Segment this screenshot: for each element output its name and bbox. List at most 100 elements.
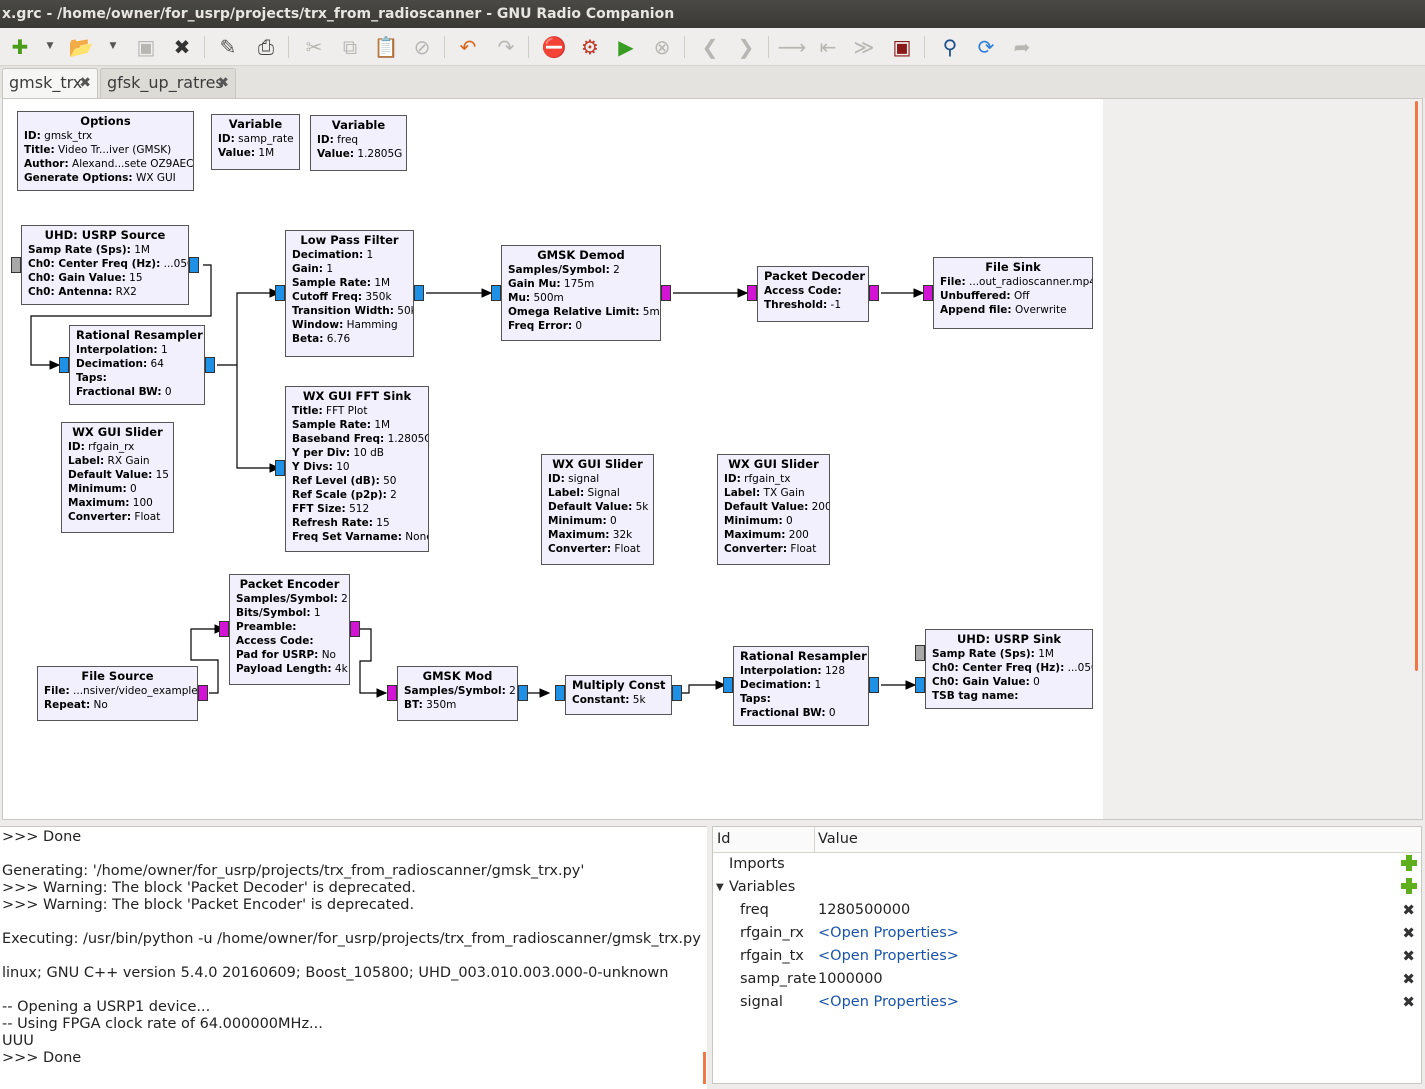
output-port[interactable] bbox=[205, 357, 215, 373]
column-divider[interactable] bbox=[814, 827, 815, 853]
input-port[interactable] bbox=[915, 645, 925, 661]
parser-icon[interactable]: ➦ bbox=[1013, 35, 1031, 59]
save-icon[interactable]: ▣ bbox=[136, 35, 156, 59]
output-port[interactable] bbox=[350, 621, 360, 637]
edit-icon[interactable]: ✎ bbox=[219, 35, 237, 59]
rotate-ccw-icon[interactable]: ❮ bbox=[701, 35, 719, 59]
canvas-vertical-scrollbar[interactable] bbox=[1415, 101, 1418, 671]
redo-icon[interactable]: ↷ bbox=[497, 35, 515, 59]
delete-variable-icon[interactable]: ✖ bbox=[1402, 901, 1415, 919]
output-port[interactable] bbox=[661, 285, 671, 301]
param-value: ...05G bbox=[1067, 662, 1092, 674]
generate-icon[interactable]: ⚙ bbox=[581, 35, 599, 59]
output-port[interactable] bbox=[869, 285, 879, 301]
column-header-value[interactable]: Value bbox=[818, 831, 858, 847]
tab-gfsk-up-ratres[interactable]: gfsk_up_ratres ✖ bbox=[100, 68, 236, 98]
input-port[interactable] bbox=[59, 357, 69, 373]
output-port[interactable] bbox=[672, 685, 682, 701]
screenshot-icon[interactable]: ▣ bbox=[892, 35, 912, 59]
output-port[interactable] bbox=[414, 285, 424, 301]
variables-row[interactable]: ▼ Variables bbox=[713, 876, 1421, 899]
paste-icon[interactable]: 📋 bbox=[373, 35, 399, 59]
delete-variable-icon[interactable]: ✖ bbox=[1402, 993, 1415, 1011]
input-port[interactable] bbox=[491, 285, 501, 301]
open-properties-link[interactable]: <Open Properties> bbox=[818, 948, 959, 964]
delete-icon[interactable]: ⊘ bbox=[413, 35, 431, 59]
delete-variable-icon[interactable]: ✖ bbox=[1402, 924, 1415, 942]
output-port[interactable] bbox=[198, 685, 208, 701]
input-port[interactable] bbox=[275, 285, 285, 301]
bypass2-icon[interactable]: ≫ bbox=[853, 35, 875, 59]
close-tab-icon[interactable]: ✖ bbox=[217, 75, 229, 91]
bypass-icon[interactable]: ⇤ bbox=[819, 35, 837, 59]
input-port[interactable] bbox=[555, 685, 565, 701]
input-port[interactable] bbox=[219, 621, 229, 637]
delete-variable-icon[interactable]: ✖ bbox=[1402, 970, 1415, 988]
open-dropdown-arrow-icon[interactable]: ▼ bbox=[109, 41, 117, 51]
add-import-icon[interactable] bbox=[1401, 855, 1417, 871]
new-dropdown-arrow-icon[interactable]: ▼ bbox=[46, 41, 54, 51]
add-variable-icon[interactable] bbox=[1401, 878, 1417, 894]
output-port[interactable] bbox=[189, 257, 199, 273]
input-port[interactable] bbox=[747, 285, 757, 301]
input-port[interactable] bbox=[723, 677, 733, 693]
undo-icon[interactable]: ↶ bbox=[459, 35, 477, 59]
column-header-id[interactable]: Id bbox=[717, 831, 731, 847]
input-port[interactable] bbox=[11, 257, 21, 273]
variable-row[interactable]: rfgain_tx<Open Properties>✖ bbox=[713, 945, 1421, 968]
find-icon[interactable]: ⚲ bbox=[942, 35, 958, 59]
open-properties-link[interactable]: <Open Properties> bbox=[818, 925, 959, 941]
disable-icon[interactable]: ⛔ bbox=[541, 35, 567, 59]
close-icon[interactable]: ✖ bbox=[173, 35, 191, 59]
block-param: Samp Rate (Sps): 1M bbox=[28, 243, 182, 257]
imports-row[interactable]: Imports bbox=[713, 853, 1421, 876]
new-icon[interactable]: ✚ bbox=[11, 35, 29, 59]
open-properties-link[interactable]: <Open Properties> bbox=[818, 994, 959, 1010]
tab-gmsk-trx[interactable]: gmsk_trx ✖ bbox=[2, 68, 98, 98]
rotate-cw-icon[interactable]: ❯ bbox=[737, 35, 755, 59]
input-port[interactable] bbox=[275, 460, 285, 476]
execute-icon[interactable]: ▶ bbox=[618, 35, 634, 59]
output-port[interactable] bbox=[518, 685, 528, 701]
expander-triangle-icon[interactable]: ▼ bbox=[716, 882, 724, 893]
print-icon[interactable]: ⎙ bbox=[258, 35, 274, 59]
kill-icon[interactable]: ⊗ bbox=[653, 35, 671, 59]
close-tab-icon[interactable]: ✖ bbox=[79, 75, 91, 91]
console-scrollbar[interactable] bbox=[703, 1052, 706, 1084]
output-port[interactable] bbox=[869, 677, 879, 693]
variable-row[interactable]: rfgain_rx<Open Properties>✖ bbox=[713, 922, 1421, 945]
cut-icon[interactable]: ✂ bbox=[305, 35, 323, 59]
input-port[interactable] bbox=[387, 685, 397, 701]
input-port[interactable] bbox=[923, 285, 933, 301]
copy-icon[interactable]: ⧉ bbox=[342, 35, 358, 59]
open-icon[interactable]: 📂 bbox=[68, 35, 94, 59]
input-port[interactable] bbox=[915, 677, 925, 693]
variable-row[interactable]: signal<Open Properties>✖ bbox=[713, 991, 1421, 1014]
enable-icon[interactable]: ⟶ bbox=[777, 35, 807, 59]
reload-icon[interactable]: ⟳ bbox=[977, 35, 995, 59]
delete-variable-icon[interactable]: ✖ bbox=[1402, 947, 1415, 965]
